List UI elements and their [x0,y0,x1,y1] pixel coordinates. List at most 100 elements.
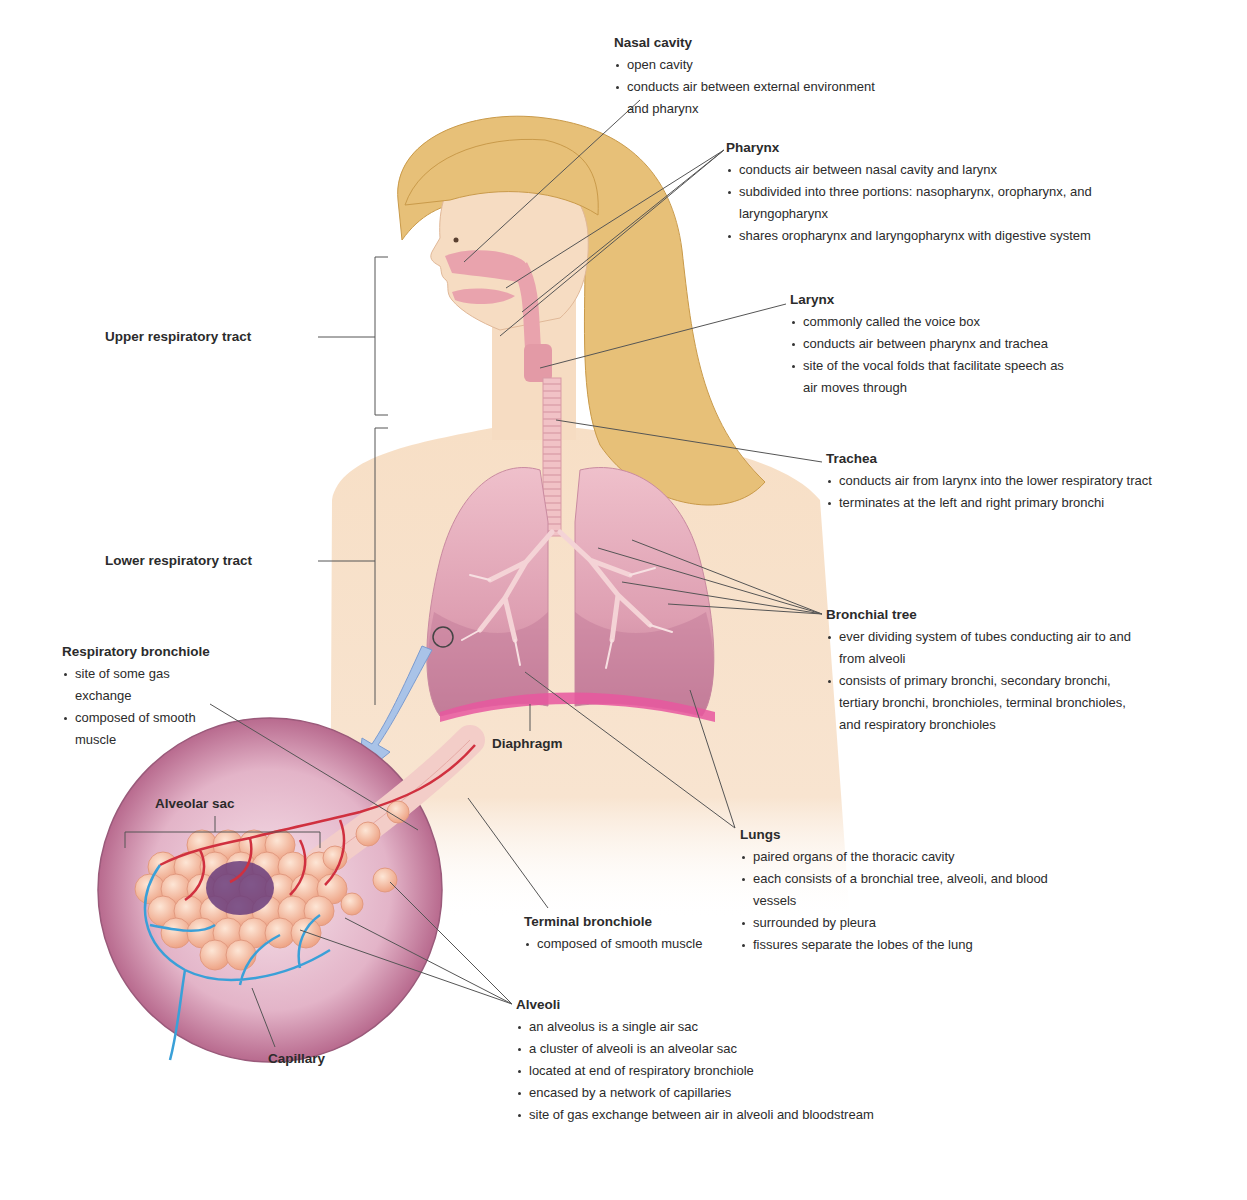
bullet-row: paired organs of the thoracic cavity [740,846,1070,868]
bullet-dot [792,321,795,324]
callout-heading: Bronchial tree [826,604,1146,626]
bullet-dot [518,1048,521,1051]
bullet-row: shares oropharynx and laryngopharynx wit… [726,225,1126,247]
callout-heading: Diaphragm [492,733,563,755]
trachea-ring [543,425,561,426]
callout-group: Lower respiratory tract [105,550,252,572]
callout-text: shares oropharynx and laryngopharynx wit… [739,225,1091,247]
leader-lines-part [556,420,822,462]
bullet-dot [518,1114,521,1117]
airway-part [524,344,552,382]
trachea-ring [543,432,561,433]
bullet-row: site of the vocal folds that facilitate … [790,355,1080,399]
bullet-row: conducts air between nasal cavity and la… [726,159,1126,181]
lungs-figure-part [427,468,548,716]
bullet-dot [828,636,831,639]
bullet-dot [64,717,67,720]
trachea-ring [543,418,561,419]
alveolus [341,893,363,915]
callout-heading: Lower respiratory tract [105,550,252,572]
lungs-figure-part [440,693,715,723]
bullet-row: composed of smooth muscle [524,933,729,955]
magnified-alveoli-part [160,745,475,900]
trachea-ring [543,488,561,489]
alveolus [387,801,409,823]
callout-text: conducts air between nasal cavity and la… [739,159,997,181]
bullet-dot [742,856,745,859]
leader-lines-part [468,798,548,908]
bullet-row: site of gas exchange between air in alve… [516,1104,886,1126]
callout-text: site of gas exchange between air in alve… [529,1104,874,1126]
bullet-dot [728,191,731,194]
airway-part [452,289,515,305]
bullet-dot [742,878,745,881]
bracket [125,257,388,848]
leader-lines-part [530,704,531,731]
callout-text: an alveolus is a single air sac [529,1016,698,1038]
trachea-ring [543,495,561,496]
callout-text: ever dividing system of tubes conducting… [839,626,1146,670]
bullet-dot [518,1092,521,1095]
trachea-ring [543,439,561,440]
bullet-dot [64,673,67,676]
bullet-dot [526,943,529,946]
leader-lines [210,100,822,1047]
callout-heading: Trachea [826,448,1156,470]
callout-text: composed of smooth muscle [537,933,702,955]
callout-group: Alveolian alveolus is a single air saca … [516,994,886,1126]
callout-text: conducts air between pharynx and trachea [803,333,1048,355]
bullet-dot [742,944,745,947]
callout-text: encased by a network of capillaries [529,1082,731,1104]
leader-lines-part [598,540,822,614]
trachea-ring [543,383,561,384]
callout-heading: Pharynx [726,137,1126,159]
human-figure-part [398,116,765,505]
callout-text: fissures separate the lobes of the lung [753,934,973,956]
lungs-figure-part [433,627,453,647]
trachea-ring [543,446,561,447]
callout-group: Pharynxconducts air between nasal cavity… [726,137,1126,247]
leader-lines-part [300,882,512,1004]
callout-text: paired organs of the thoracic cavity [753,846,955,868]
trachea-ring [543,411,561,412]
trachea-ring [543,467,561,468]
callout-heading: Capillary [268,1048,325,1070]
trachea-ring [543,481,561,482]
alveolus [291,918,321,948]
callout-heading: Larynx [790,289,1080,311]
callout-text: surrounded by pleura [753,912,876,934]
callout-text: terminates at the left and right primary… [839,492,1104,514]
bracket-part [318,257,388,415]
bullet-row: an alveolus is a single air sac [516,1016,886,1038]
alveoli-cluster [135,801,409,970]
callout-heading: Lungs [740,824,1070,846]
callout-text: each consists of a bronchial tree, alveo… [753,868,1070,912]
human-figure-part [454,238,459,243]
bullet-row: open cavity [614,54,884,76]
alveolus [356,822,380,846]
bullet-row: conducts air between external environmen… [614,76,884,120]
magnified-alveoli-part [98,718,442,1062]
bullet-row: composed of smooth muscle [62,707,212,751]
bullet-row: conducts air from larynx into the lower … [826,470,1156,492]
callout-text: consists of primary bronchi, secondary b… [839,670,1146,736]
bracket-part [318,428,388,705]
bullet-row: commonly called the voice box [790,311,1080,333]
lungs-figure-part [575,468,714,716]
callout-group: Respiratory bronchiolesite of some gas e… [62,641,212,751]
leader-lines-part [252,988,275,1047]
magnified-alveoli [98,718,475,1062]
magnified-alveoli-part [206,861,274,915]
alveolus [373,868,397,892]
callout-group: Diaphragm [492,733,563,755]
callout-heading: Upper respiratory tract [105,326,251,348]
callout-group: Terminal bronchiolecomposed of smooth mu… [524,911,729,955]
bullet-row: fissures separate the lobes of the lung [740,934,1070,956]
callout-text: conducts air between external environmen… [627,76,884,120]
callout-group: Lungspaired organs of the thoracic cavit… [740,824,1070,956]
bullet-row: ever dividing system of tubes conducting… [826,626,1146,670]
callout-text: site of the vocal folds that facilitate … [803,355,1080,399]
callout-text: site of some gas exchange [75,663,212,707]
